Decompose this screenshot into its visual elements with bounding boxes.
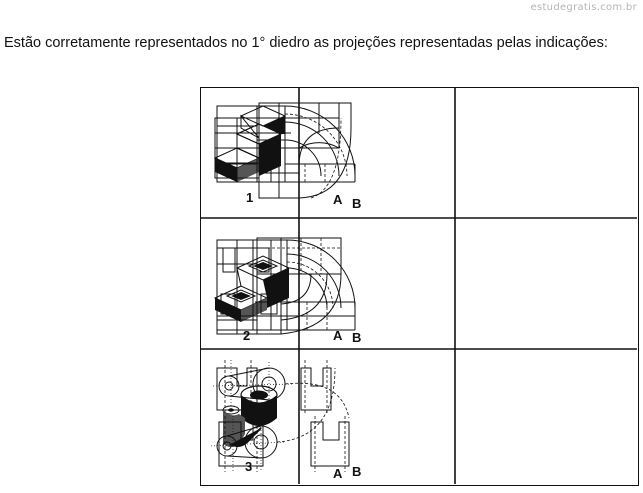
- row-1-option-b-drawing: [216, 105, 356, 183]
- table-grid-lines: [201, 88, 637, 484]
- row-1-option-a-label: A: [333, 192, 343, 207]
- row-2-isometric-figure: [213, 255, 291, 322]
- row-1-option-a-drawing: [214, 102, 352, 199]
- row-2-number: 2: [243, 328, 250, 343]
- row-2-option-b-drawing: [216, 239, 356, 331]
- row-2-option-b-label: B: [352, 330, 361, 345]
- watermark: estudegratis.com.br: [530, 2, 637, 13]
- row-3-option-a-drawing: [210, 360, 336, 472]
- row-1-number: 1: [246, 190, 253, 205]
- row-2-option-a-label: A: [333, 328, 343, 343]
- row-3-option-a-label: A: [333, 466, 343, 481]
- row-1-option-b-label: B: [352, 196, 361, 211]
- row-3-option-b-label: B: [352, 464, 361, 479]
- question-text: Estão corretamente representados no 1° d…: [4, 35, 608, 51]
- row-3-option-b-drawing: [212, 362, 350, 472]
- projection-table: 1 A: [200, 87, 639, 486]
- row-1-isometric-figure: [213, 105, 287, 182]
